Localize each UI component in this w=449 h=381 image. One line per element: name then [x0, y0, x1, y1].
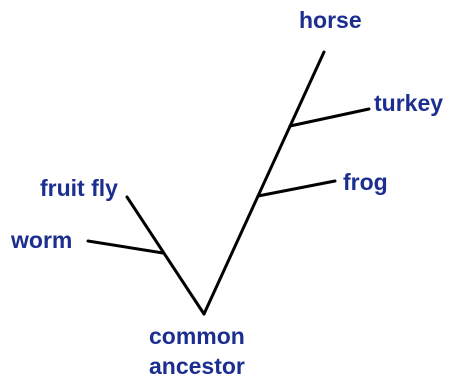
label-fruit-fly: fruit fly [40, 175, 118, 201]
label-horse: horse [299, 7, 362, 33]
branch-fruit-fly [125, 195, 206, 316]
branch-frog [256, 179, 337, 198]
label-common-ancestor-line1: common [149, 323, 245, 349]
label-turkey: turkey [374, 90, 443, 116]
branch-worm [86, 239, 165, 255]
branch-horse [202, 50, 326, 316]
label-worm: worm [10, 227, 72, 253]
label-common-ancestor-line2: ancestor [149, 353, 245, 379]
label-frog: frog [343, 169, 388, 195]
branch-turkey [288, 107, 371, 128]
